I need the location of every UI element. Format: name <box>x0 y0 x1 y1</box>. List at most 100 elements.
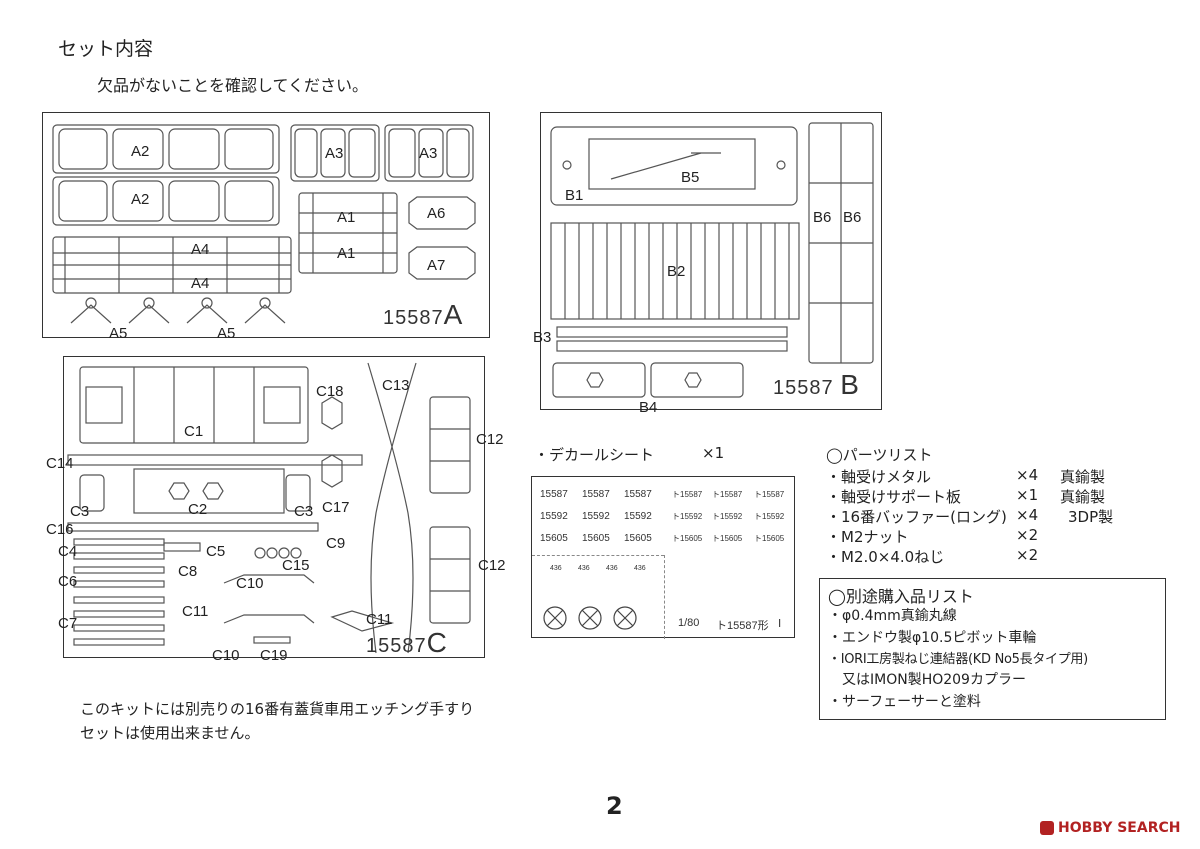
parts-list-item-name: ・軸受けメタル <box>826 468 932 486</box>
separate-list-item: ・サーフェーサーと塗料 <box>828 694 981 710</box>
decal-number: ト15592 <box>754 512 785 521</box>
part-label: B4 <box>639 399 658 416</box>
decal-number: ト15605 <box>712 534 743 543</box>
separate-list-item: ・エンドウ製φ10.5ピボット車輪 <box>828 630 1037 646</box>
part-label: C4 <box>58 543 78 560</box>
decal-name: ト15587形 <box>716 620 769 632</box>
sheet-mark-number: 15587 <box>383 307 444 329</box>
parts-list-item-name: ・16番バッファー(ロング) <box>826 508 1007 526</box>
part-label: C17 <box>322 499 350 516</box>
part-label: A2 <box>131 143 150 160</box>
etching-sheet-c: C13 C18 C1 C12 C14 C2 C3 C3 C17 C16 C9 C… <box>46 356 506 664</box>
note-line: このキットには別売りの16番有蓋貨車用エッチング手すり <box>80 700 475 718</box>
decal-number: 15592 <box>624 511 652 522</box>
part-label: C2 <box>188 501 208 518</box>
decal-sheet: 15587 15587 15587 ト15587 ト15587 ト15587 1… <box>531 476 795 639</box>
separate-list-item: ・IORI工房製ねじ連結器(KD No5長タイプ用) <box>828 652 1088 667</box>
decal-number: 15587 <box>540 489 568 500</box>
part-label: B1 <box>565 187 584 204</box>
part-label: A3 <box>419 145 438 162</box>
part-label: C15 <box>282 557 310 574</box>
decal-roman: Ⅰ <box>778 618 782 630</box>
separate-list-title: ◯別途購入品リスト <box>828 587 974 606</box>
part-label: A1 <box>337 245 356 262</box>
page-number: 2 <box>606 792 623 820</box>
decal-number: 15592 <box>582 511 610 522</box>
part-label: C8 <box>178 563 198 580</box>
sheet-mark-letter: A <box>443 299 464 330</box>
sheet-mark-number: 15587 <box>773 377 834 399</box>
decal-small: 436 <box>606 565 618 572</box>
decal-number: 15605 <box>582 533 610 544</box>
part-label: A3 <box>325 145 344 162</box>
part-label: C7 <box>58 615 78 632</box>
part-label: A4 <box>191 275 210 292</box>
parts-list-item-material: 真鍮製 <box>1060 488 1106 506</box>
decal-number: 15605 <box>624 533 652 544</box>
part-label: B5 <box>681 169 700 186</box>
parts-list-item-material: 真鍮製 <box>1060 468 1106 486</box>
part-label: A6 <box>427 205 446 222</box>
parts-list-item-name: ・軸受けサポート板 <box>826 488 962 506</box>
separate-list-item: ・φ0.4mm真鍮丸線 <box>828 608 957 624</box>
decal-label: ・デカールシート <box>534 446 655 464</box>
sheet-b-mark: 15587 B <box>773 369 860 401</box>
part-label: C3 <box>294 503 314 520</box>
part-label: A2 <box>131 191 150 208</box>
sheet-mark-letter: B <box>840 369 860 400</box>
parts-list-item-name: ・M2.0×4.0ねじ <box>826 548 945 566</box>
part-label: B2 <box>667 263 686 280</box>
part-label: C10 <box>236 575 264 592</box>
decal-number: ト15587 <box>754 490 785 499</box>
part-label: C12 <box>478 557 506 574</box>
part-label: C13 <box>382 377 410 394</box>
part-label: C18 <box>316 383 344 400</box>
page-subtitle: 欠品がないことを確認してください。 <box>97 76 369 95</box>
part-label: C5 <box>206 543 226 560</box>
parts-list-item-name: ・M2ナット <box>826 528 909 546</box>
part-label: C9 <box>326 535 346 552</box>
parts-list-item-qty: ×2 <box>1016 546 1039 564</box>
part-label: C11 <box>366 611 393 628</box>
decal-number: 15605 <box>540 533 568 544</box>
sheet-mark-number: 15587 <box>366 635 427 657</box>
parts-list-title: ◯パーツリスト <box>826 446 933 464</box>
part-label: C1 <box>184 423 204 440</box>
decal-small: 436 <box>550 565 562 572</box>
note-line: セットは使用出来ません。 <box>80 724 260 742</box>
parts-list-item-material: 3DP製 <box>1068 508 1114 526</box>
etching-sheet-a: A2 A2 A3 A3 A1 A1 A6 A7 A4 A4 A5 A5 1558… <box>42 112 490 342</box>
decal-wheels-drawing <box>543 606 637 630</box>
parts-list-item-qty: ×4 <box>1016 506 1039 524</box>
parts-list-item-qty: ×4 <box>1016 466 1039 484</box>
decal-number: ト15587 <box>672 490 703 499</box>
part-label: C16 <box>46 521 74 538</box>
separate-purchase-box: ◯別途購入品リスト ・φ0.4mm真鍮丸線 ・エンドウ製φ10.5ピボット車輪 … <box>819 578 1166 720</box>
watermark-text: HOBBY SEARCH <box>1058 820 1181 836</box>
part-label: C10 <box>212 647 240 664</box>
sheet-a-mark: 15587A <box>383 299 463 331</box>
decal-number: 15587 <box>582 489 610 500</box>
hobby-search-logo-icon <box>1040 821 1054 835</box>
etching-sheet-b: B1 B5 B6 B6 B2 B3 B4 15587 B <box>533 112 882 416</box>
decal-divider <box>532 555 664 556</box>
sheet-c-parts-drawing <box>67 362 471 654</box>
parts-list-item-qty: ×2 <box>1016 526 1039 544</box>
decal-number: ト15592 <box>712 512 743 521</box>
part-label: A5 <box>217 325 236 342</box>
decal-number: 15587 <box>624 489 652 500</box>
part-label: C3 <box>70 503 90 520</box>
part-label: A7 <box>427 257 446 274</box>
watermark: HOBBY SEARCH <box>1040 820 1180 836</box>
decal-number: ト15605 <box>754 534 785 543</box>
part-label: B6 <box>843 209 862 226</box>
part-label: A4 <box>191 241 210 258</box>
decal-small: 436 <box>634 565 646 572</box>
part-label: B6 <box>813 209 832 226</box>
decal-small: 436 <box>578 565 590 572</box>
part-label: C14 <box>46 455 74 472</box>
sheet-a-parts-drawing <box>52 124 476 324</box>
part-label: C19 <box>260 647 288 664</box>
part-label: B3 <box>533 329 552 346</box>
decal-number: ト15592 <box>672 512 703 521</box>
